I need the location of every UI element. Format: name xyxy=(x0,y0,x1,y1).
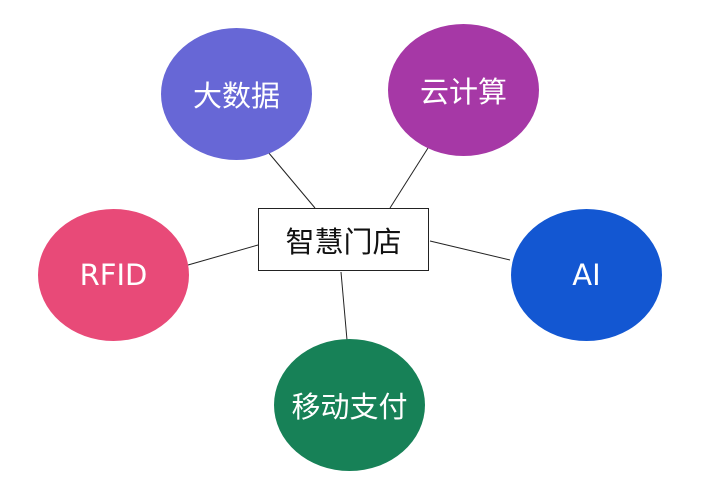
line-cloud xyxy=(389,147,429,209)
line-rfid xyxy=(187,244,259,266)
node-ai: AI xyxy=(511,209,662,341)
node-label: 移动支付 xyxy=(291,390,408,424)
line-mobile-pay xyxy=(340,271,348,341)
center-node: 智慧门店 xyxy=(258,208,429,271)
node-label: 大数据 xyxy=(192,79,280,113)
center-label: 智慧门店 xyxy=(285,224,402,259)
node-big-data: 大数据 xyxy=(161,28,312,160)
line-ai xyxy=(429,240,511,261)
node-rfid: RFID xyxy=(38,209,189,341)
node-cloud: 云计算 xyxy=(388,24,539,156)
node-label: RFID xyxy=(79,258,148,292)
node-mobile-pay: 移动支付 xyxy=(274,339,425,471)
line-big-data xyxy=(267,151,316,209)
node-label: 云计算 xyxy=(419,75,507,109)
node-label: AI xyxy=(572,258,601,292)
